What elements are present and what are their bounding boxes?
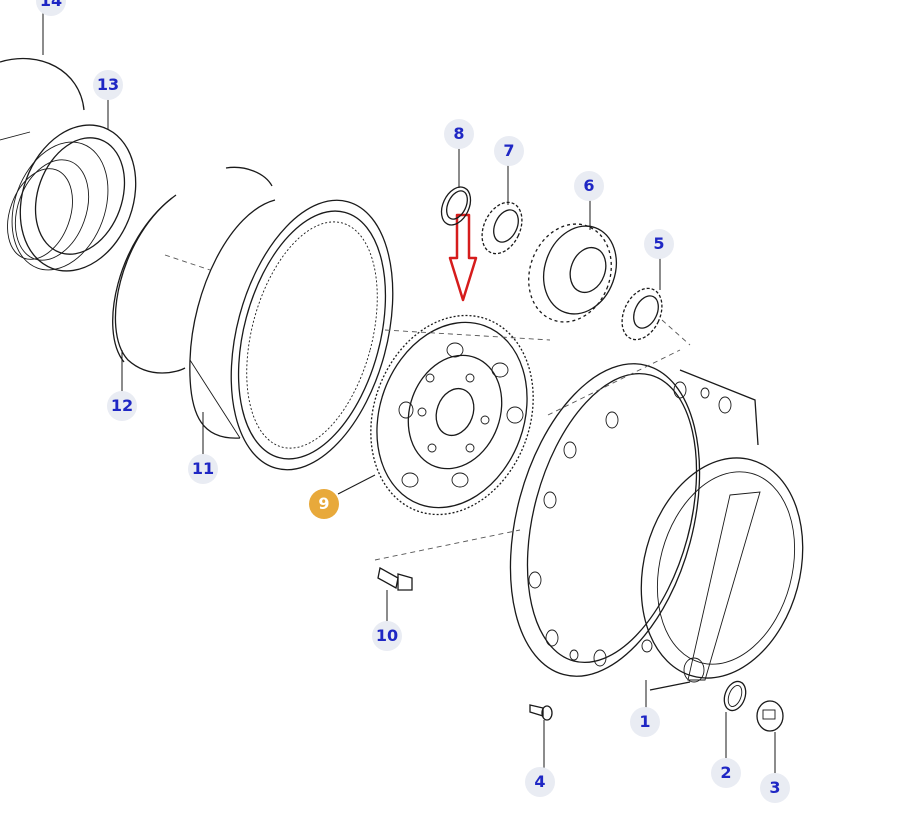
callout-8[interactable]: 8 [444,119,474,149]
callout-4[interactable]: 4 [525,767,555,797]
callout-14[interactable]: 14 [36,0,66,16]
callout-6[interactable]: 6 [574,171,604,201]
part-1-housing[interactable] [479,343,827,698]
part-14-ring[interactable] [0,57,85,111]
part-7-bearing[interactable] [474,196,529,260]
callout-10[interactable]: 10 [372,621,402,651]
part-9-gear[interactable] [344,292,560,561]
leader-lines [42,12,776,775]
part-5-bearing[interactable] [614,282,691,346]
callout-1[interactable]: 1 [630,707,660,737]
part-2-o-ring[interactable] [720,678,749,713]
callout-9[interactable]: 9 [309,489,339,519]
part-10-bolt[interactable] [377,566,413,591]
part-11-ring-gear[interactable] [164,166,420,487]
part-13-bearing[interactable] [0,109,155,288]
callout-13[interactable]: 13 [93,70,123,100]
part-6-planet-gear[interactable] [515,212,628,333]
highlight-arrow [448,213,478,302]
callout-7[interactable]: 7 [494,136,524,166]
part-8-circlip[interactable] [436,182,476,229]
part-12-snap-ring[interactable] [112,194,186,374]
callout-2[interactable]: 2 [711,758,741,788]
callout-5[interactable]: 5 [644,229,674,259]
callout-11[interactable]: 11 [188,454,218,484]
part-3-plug[interactable] [756,700,784,732]
part-4-screw[interactable] [529,704,553,721]
callout-3[interactable]: 3 [760,773,790,803]
callout-12[interactable]: 12 [107,391,137,421]
